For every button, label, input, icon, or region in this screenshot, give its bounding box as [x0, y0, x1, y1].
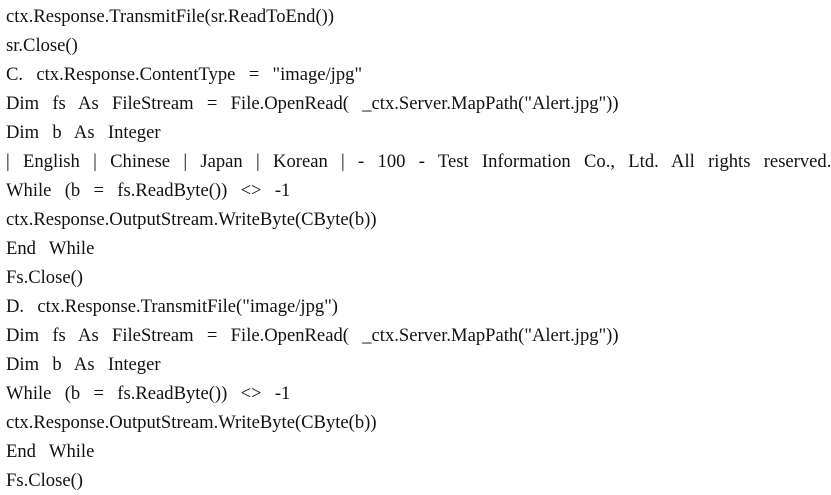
text-line: ctx.Response.TransmitFile(sr.ReadToEnd()… [6, 6, 335, 27]
document-body: ctx.Response.TransmitFile(sr.ReadToEnd()… [6, 6, 831, 491]
text-line: Fs.Close() [6, 267, 83, 288]
text-line: While (b = fs.ReadByte()) <> -1 [6, 180, 291, 201]
text-line: ctx.Response.OutputStream.WriteByte(CByt… [6, 209, 377, 230]
text-line: ctx.Response.OutputStream.WriteByte(CByt… [6, 412, 377, 433]
text-line: While (b = fs.ReadByte()) <> -1 [6, 383, 291, 404]
text-line: C. ctx.Response.ContentType = "image/jpg… [6, 64, 363, 85]
text-line: Dim b As Integer [6, 354, 161, 375]
text-line: D. ctx.Response.TransmitFile("image/jpg"… [6, 296, 338, 317]
footer-links-line: | English | Chinese | Japan | Korean | -… [6, 151, 831, 172]
text-line: Fs.Close() [6, 470, 83, 491]
text-line: End While [6, 238, 95, 259]
text-line: Dim fs As FileStream = File.OpenRead( _c… [6, 325, 619, 346]
text-line: Dim fs As FileStream = File.OpenRead( _c… [6, 93, 619, 114]
text-line: Dim b As Integer [6, 122, 161, 143]
text-line: sr.Close() [6, 35, 78, 56]
text-line: End While [6, 441, 95, 462]
